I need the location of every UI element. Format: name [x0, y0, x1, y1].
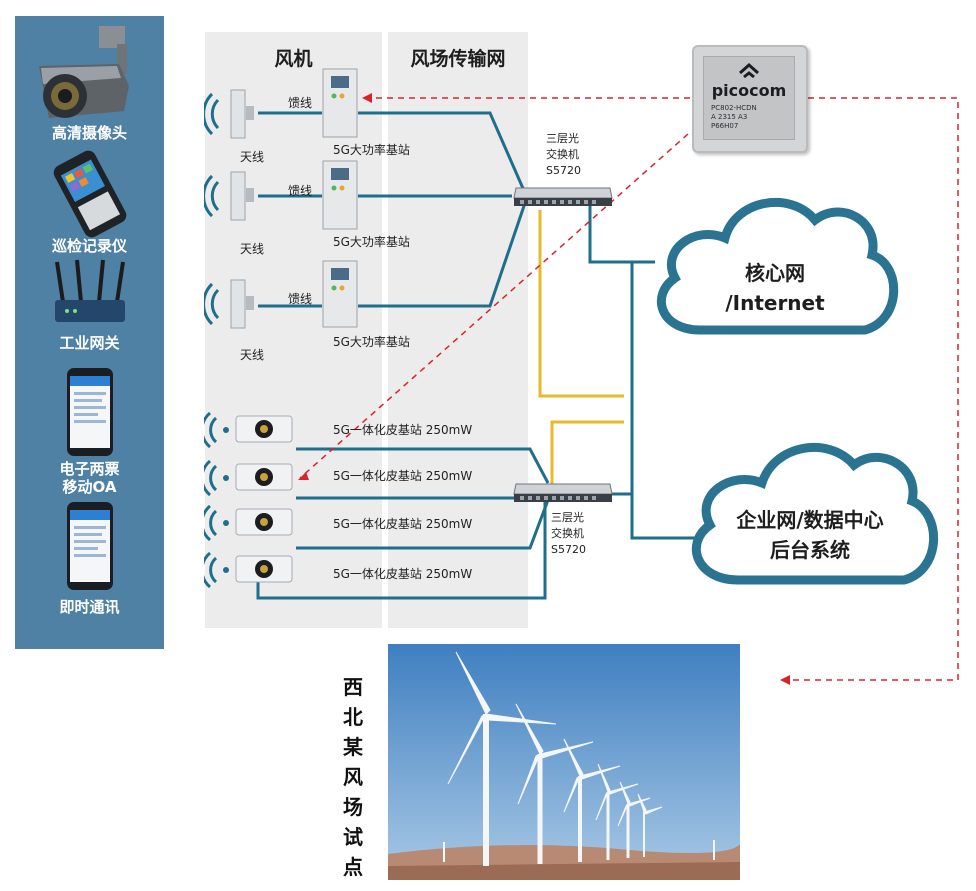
macro-base-station-icon: [322, 260, 358, 328]
chip-brand: picocom: [711, 81, 787, 100]
switch-bottom-label-2: 交换机: [551, 527, 584, 540]
device-label-oa-text: 电子两票 移动OA: [59, 460, 120, 496]
pico-station-label: 5G一体化皮基站 250mW: [333, 423, 473, 437]
router-icon: [55, 259, 125, 322]
wind-farm-photo: [388, 644, 740, 880]
chip-marking-2: A 2315 A3: [711, 113, 748, 121]
terminal-device-panel: 高清摄像头 巡检记录仪 工业网关 电: [15, 16, 164, 649]
optical-switch-icon: [513, 187, 613, 206]
pico-base-station-icon: [204, 459, 293, 497]
antenna-label: 天线: [240, 242, 265, 256]
macro-station-label: 5G大功率基站: [333, 335, 410, 349]
antenna-label: 天线: [240, 348, 265, 362]
cloud-core-line1: 核心网: [745, 261, 805, 285]
cloud-core-network: [656, 197, 899, 335]
switch-bottom-label-3: S5720: [551, 543, 586, 556]
transport-column-title: 风场传输网: [410, 48, 506, 70]
cloud-enterprise-line1: 企业网/数据中心: [736, 508, 884, 532]
switch-top-label-3: S5720: [546, 164, 581, 177]
feeder-label: 馈线: [288, 184, 313, 198]
site-title-char: 试: [343, 825, 363, 849]
pico-base-station-icon: [204, 504, 293, 542]
pico-base-station-icon: [204, 551, 293, 589]
device-label-recorder: 巡检记录仪: [51, 237, 127, 255]
wifi-antenna-icon: [204, 171, 254, 221]
site-title-char: 西: [343, 675, 363, 699]
cloud-enterprise: [691, 442, 938, 585]
cloud-core-line2: /Internet: [725, 291, 825, 315]
pico-base-station-icon: [204, 411, 293, 449]
feeder-label: 馈线: [288, 96, 313, 110]
feeder-label: 馈线: [288, 292, 313, 306]
macro-base-station-icon: [322, 160, 358, 230]
site-title-char: 点: [343, 855, 363, 879]
picocom-logo-icon: [739, 62, 759, 79]
switch-top-label-1: 三层光: [546, 132, 579, 145]
pico-station-label: 5G一体化皮基站 250mW: [333, 517, 473, 531]
chip-die: picocom PC802-HCDN A 2315 A3 P66H07: [703, 56, 795, 140]
cloud-enterprise-line2: 后台系统: [770, 538, 850, 562]
transport-column: [388, 32, 528, 628]
handheld-recorder-icon: [53, 150, 127, 238]
wifi-antenna-icon: [204, 279, 254, 329]
pico-station-label: 5G一体化皮基站 250mW: [333, 567, 473, 581]
site-title-char: 场: [343, 795, 363, 819]
turbine-column-title: 风机: [274, 48, 313, 70]
device-label-gateway: 工业网关: [59, 334, 120, 352]
device-label-im: 即时通讯: [59, 598, 120, 616]
macro-station-label: 5G大功率基站: [333, 235, 410, 249]
camera-icon: [39, 26, 129, 118]
smartphone-icon: [67, 368, 113, 456]
optical-switch-icon: [513, 483, 613, 502]
device-label-camera: 高清摄像头: [51, 124, 127, 142]
chip-marking-3: P66H07: [711, 122, 739, 130]
antenna-label: 天线: [240, 150, 265, 164]
site-title-char: 北: [343, 705, 363, 729]
picocom-chip: picocom PC802-HCDN A 2315 A3 P66H07: [692, 45, 808, 153]
device-label-oa: 电子两票 移动OA: [15, 460, 164, 496]
pico-station-label: 5G一体化皮基站 250mW: [333, 469, 473, 483]
site-title-char: 风: [343, 765, 363, 789]
switch-top-label-2: 交换机: [546, 148, 579, 161]
site-title-char: 某: [343, 735, 363, 759]
switch-bottom-label-1: 三层光: [551, 511, 584, 524]
wifi-antenna-icon: [204, 89, 254, 139]
smartphone-icon: [67, 502, 113, 590]
macro-base-station-icon: [322, 68, 358, 138]
chip-marking-1: PC802-HCDN: [711, 104, 757, 112]
site-title-vertical: 西北某风场试点: [338, 672, 368, 882]
macro-station-label: 5G大功率基站: [333, 143, 410, 157]
